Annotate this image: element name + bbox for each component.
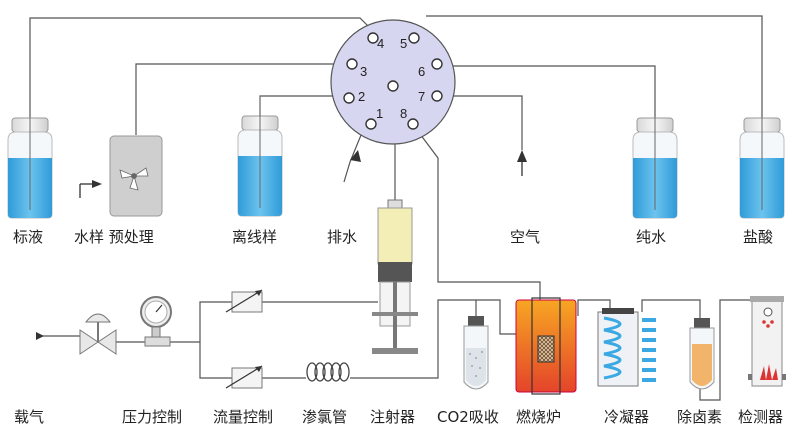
valve-port-2 bbox=[343, 92, 355, 104]
pipe-lines bbox=[29, 15, 763, 401]
line-purewater bbox=[440, 65, 656, 120]
port-label-4: 4 bbox=[377, 36, 384, 51]
line-hcl bbox=[426, 15, 763, 120]
line-standard bbox=[29, 17, 379, 118]
furnace bbox=[515, 297, 577, 395]
flow-controller-2 bbox=[225, 365, 263, 389]
needle-valve bbox=[79, 313, 117, 355]
rotary-valve: 4 5 3 6 2 7 1 8 bbox=[330, 19, 456, 145]
bottle-standard bbox=[7, 117, 53, 219]
pretreatment-unit bbox=[109, 135, 163, 217]
arrow-sample-in bbox=[92, 180, 102, 188]
line-air bbox=[438, 95, 523, 150]
arrow-drain bbox=[350, 150, 361, 162]
label-hydrochloric-acid: 盐酸 bbox=[743, 228, 774, 246]
valve-port-3 bbox=[346, 58, 358, 70]
label-carrier-gas: 载气 bbox=[14, 408, 45, 426]
label-co2-absorb: CO2吸收 bbox=[437, 408, 499, 426]
port-label-8: 8 bbox=[400, 106, 407, 121]
valve-center-port bbox=[387, 80, 399, 92]
valve-port-6 bbox=[431, 58, 443, 70]
arrow-carrier bbox=[36, 332, 44, 340]
label-detector: 检测器 bbox=[738, 408, 784, 426]
port-label-1: 1 bbox=[376, 106, 383, 121]
label-drain: 排水 bbox=[327, 228, 358, 246]
co2-absorber bbox=[463, 316, 489, 390]
port-label-6: 6 bbox=[418, 64, 425, 79]
label-dehalogen: 除卤素 bbox=[677, 408, 723, 426]
bottle-pure-water bbox=[632, 117, 678, 219]
arrows bbox=[36, 150, 527, 340]
label-sample-pretreat: 水样 预处理 bbox=[74, 228, 154, 246]
label-permeation-tube: 渗氯管 bbox=[302, 408, 348, 426]
line-flow-top bbox=[170, 301, 232, 343]
fan-icon bbox=[119, 167, 149, 191]
valve-port-8 bbox=[407, 118, 419, 130]
valve-port-5 bbox=[408, 32, 420, 44]
condenser bbox=[597, 308, 656, 387]
detector bbox=[748, 296, 786, 387]
valve-port-1 bbox=[365, 118, 377, 130]
permeation-coil bbox=[306, 362, 350, 382]
label-furnace: 燃烧炉 bbox=[516, 408, 562, 426]
line-furnace bbox=[407, 117, 541, 300]
line-to-co2 bbox=[350, 299, 477, 379]
port-label-7: 7 bbox=[418, 89, 425, 104]
pressure-gauge bbox=[140, 296, 172, 347]
port-label-3: 3 bbox=[360, 64, 367, 79]
arrow-air bbox=[517, 150, 527, 162]
label-syringe: 注射器 bbox=[370, 408, 416, 426]
bottle-offline-sample bbox=[237, 96, 283, 217]
label-flow-control: 流量控制 bbox=[213, 408, 274, 426]
syringe-pump bbox=[372, 199, 418, 354]
port-label-2: 2 bbox=[358, 89, 365, 104]
bottle-hydrochloric-acid bbox=[739, 117, 785, 219]
label-condenser: 冷凝器 bbox=[604, 408, 650, 426]
valve-port-4 bbox=[367, 32, 379, 44]
label-air: 空气 bbox=[510, 228, 541, 246]
label-pure-water: 纯水 bbox=[636, 228, 667, 246]
dehalogen-tube bbox=[689, 318, 715, 390]
line-condenser-dehalo bbox=[641, 299, 701, 318]
label-pressure-control: 压力控制 bbox=[122, 408, 183, 426]
condenser-fins bbox=[642, 318, 656, 382]
line-co2-furnace bbox=[476, 299, 516, 335]
line-flow-bottom bbox=[199, 342, 232, 379]
line-furnace-condenser bbox=[577, 299, 611, 316]
valve-port-7 bbox=[431, 90, 443, 102]
label-offline-sample: 离线样 bbox=[232, 228, 278, 246]
flow-controller-1 bbox=[225, 289, 263, 313]
port-label-5: 5 bbox=[400, 36, 407, 51]
co2-absorber-granules bbox=[469, 351, 483, 377]
label-standard: 标液 bbox=[13, 228, 44, 246]
line-sample bbox=[135, 63, 350, 135]
